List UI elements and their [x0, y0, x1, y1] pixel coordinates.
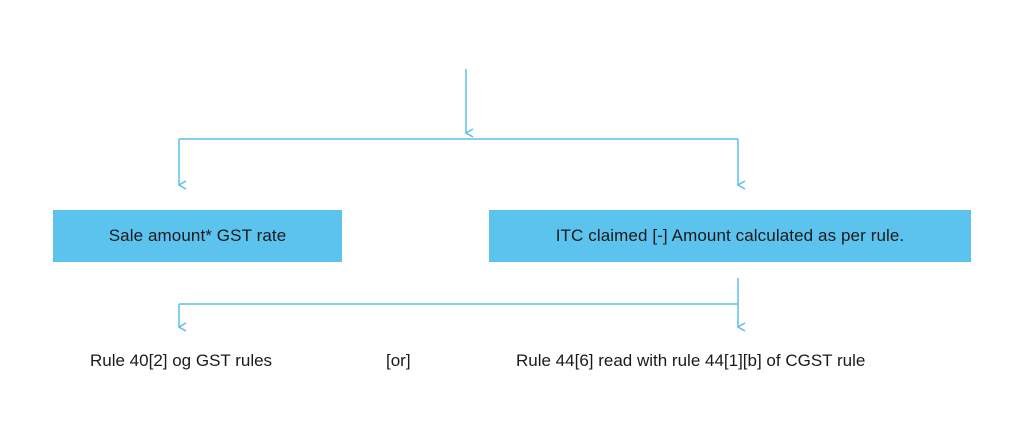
itc-claimed-box: ITC claimed [-] Amount calculated as per…: [489, 210, 971, 262]
rule-40-label: Rule 40[2] og GST rules: [90, 351, 273, 370]
rule-44-label: Rule 44[6] read with rule 44[1][b] of CG…: [516, 351, 866, 370]
sale-amount-box: Sale amount* GST rate: [53, 210, 342, 262]
or-separator: [or]: [386, 351, 411, 370]
sale-amount-box-text: Sale amount* GST rate: [108, 226, 287, 245]
itc-claimed-box-text: ITC claimed [-] Amount calculated as per…: [555, 226, 905, 245]
